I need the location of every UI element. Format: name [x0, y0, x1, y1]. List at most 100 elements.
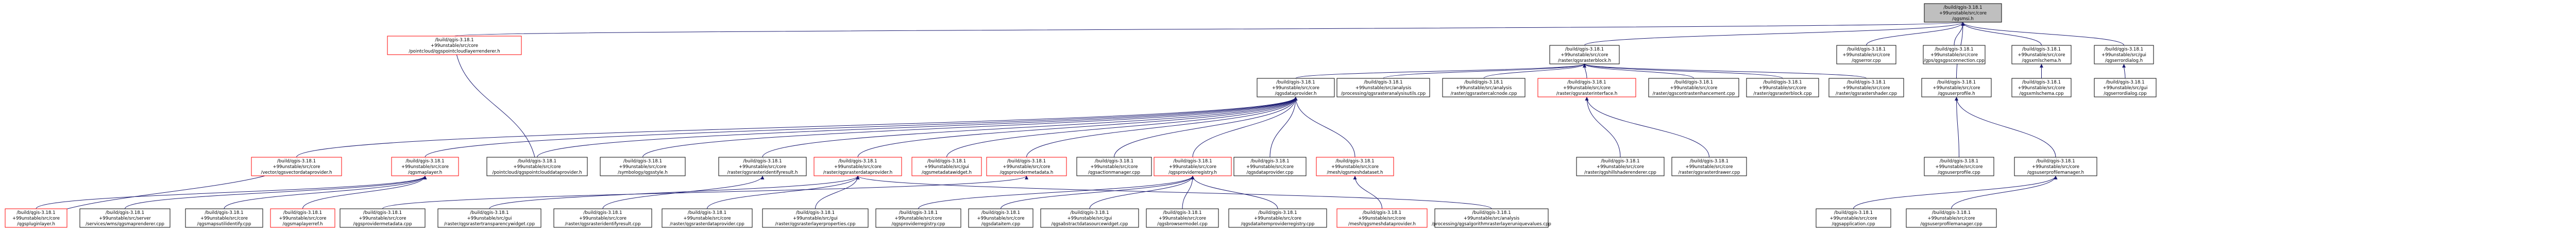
node-label-line: /build/qgis-3.18.1 [1070, 210, 1109, 215]
node-label-line: /vector/qgsvectordataprovider.h [261, 170, 332, 175]
node-label-line: +99unstable/src/analysis [1464, 216, 1520, 221]
file-node[interactable]: /build/qgis-3.18.1+99unstable/src/server… [79, 208, 171, 228]
file-node[interactable]: /build/qgis-3.18.1+99unstable/src/core/q… [986, 157, 1067, 176]
file-node[interactable]: /build/qgis-3.18.1+99unstable/src/gui/qg… [2094, 78, 2157, 97]
file-node[interactable]: /build/qgis-3.18.1+99unstable/src/core/r… [1537, 78, 1636, 97]
file-node[interactable]: /build/qgis-3.18.1+99unstable/src/core/q… [1906, 208, 1997, 228]
file-node[interactable]: /build/qgis-3.18.1+99unstable/src/core/q… [1924, 157, 1994, 176]
node-box [1146, 208, 1219, 228]
file-node[interactable]: /build/qgis-3.18.1+99unstable/src/gui/qg… [911, 157, 982, 176]
dependency-edge [762, 96, 1298, 158]
node-box [2011, 78, 2072, 97]
node-label-line: /build/qgis-3.18.1 [1847, 80, 1886, 85]
node-label-line: /mesh/qgsmeshdataprovider.h [1348, 222, 1416, 227]
file-node[interactable]: /build/qgis-3.18.1+99unstable/src/core/q… [391, 157, 459, 176]
node-label-line: +99unstable/src/gui [793, 216, 838, 221]
file-node[interactable]: /build/qgis-3.18.1+99unstable/src/core/q… [1921, 78, 1992, 97]
node-label-line: /build/qgis-3.18.1 [1095, 159, 1133, 164]
node-label-line: /qgsmaplayerref.h [283, 222, 323, 227]
file-node[interactable]: /build/qgis-3.18.1+99unstable/src/core/r… [718, 157, 807, 176]
file-node[interactable]: /build/qgis-3.18.1+99unstable/src/core/m… [1336, 208, 1428, 228]
node-label-line: +99unstable/src/core [1597, 164, 1644, 170]
file-node[interactable]: /build/qgis-3.18.1+99unstable/src/core/r… [1671, 157, 1747, 176]
file-node[interactable]: /build/qgis-3.18.1+99unstable/src/core/r… [1828, 78, 1904, 97]
file-node[interactable]: /build/qgis-3.18.1+99unstable/src/gui/qg… [2094, 45, 2154, 64]
dependency-edge [537, 96, 1298, 158]
file-node[interactable]: /build/qgis-3.18.1+99unstable/src/core/r… [1549, 45, 1620, 64]
node-box [1040, 208, 1139, 228]
node-box [1228, 208, 1327, 228]
file-node[interactable]: /build/qgis-3.18.1+99unstable/src/core/r… [1576, 157, 1665, 176]
file-node[interactable]: /build/qgis-3.18.1+99unstable/src/core/q… [875, 208, 961, 228]
file-node[interactable]: /build/qgis-3.18.1+99unstable/src/analys… [1432, 208, 1551, 228]
file-node[interactable]: /build/qgis-3.18.1+99unstable/src/core/q… [1836, 45, 1896, 64]
file-node[interactable]: /build/qgis-3.18.1+99unstable/src/core/q… [1146, 208, 1219, 228]
file-node[interactable]: /build/qgis-3.18.1+99unstable/src/core/g… [1923, 45, 1986, 64]
node-box [251, 157, 342, 176]
file-node[interactable]: /build/qgis-3.18.1+99unstable/src/core/q… [1257, 78, 1335, 97]
node-box [486, 157, 588, 176]
file-node[interactable]: /build/qgis-3.18.1+99unstable/src/core/p… [387, 36, 522, 55]
node-label-line: +99unstable/src/core [401, 164, 449, 170]
node-box [2094, 78, 2157, 97]
file-node[interactable]: /build/qgis-3.18.1+99unstable/src/core/q… [968, 208, 1033, 228]
node-label-line: /build/qgis-3.18.1 [1173, 159, 1212, 164]
dependency-edge [1026, 96, 1298, 158]
file-node[interactable]: /build/qgis-3.18.1+99unstable/src/core/q… [2011, 78, 2072, 97]
node-label-line: /build/qgis-3.18.1 [838, 159, 877, 164]
dependency-edge [1961, 22, 2124, 46]
node-label-line: /build/qgis-3.18.1 [1363, 210, 1401, 215]
node-label-line: /build/qgis-3.18.1 [1364, 80, 1402, 85]
file-node[interactable]: /build/qgis-3.18.1+99unstable/src/core/q… [2011, 45, 2072, 64]
file-node[interactable]: /build/qgis-3.18.1+99unstable/src/core/r… [1746, 78, 1819, 97]
file-node[interactable]: /build/qgis-3.18.1+99unstable/src/core/q… [2014, 157, 2097, 176]
file-node[interactable]: /build/qgis-3.18.1+99unstable/src/core/q… [1076, 157, 1152, 176]
dependency-edge [454, 22, 1964, 37]
node-label-line: +99unstable/src/core [12, 216, 60, 221]
node-label-line: +99unstable/src/core [1842, 86, 1890, 91]
node-label-line: /build/qgis-3.18.1 [743, 159, 782, 164]
file-node[interactable]: /build/qgis-3.18.1+99unstable/src/gui/ra… [437, 208, 541, 228]
node-label-line: /qgsprovidermetadata.cpp [353, 222, 412, 227]
file-node[interactable]: /build/qgis-3.18.1+99unstable/src/core/q… [340, 208, 426, 228]
file-node[interactable]: /build/qgis-3.18.1+99unstable/src/core/v… [251, 157, 342, 176]
node-label-line: +99unstable/src/core [1331, 164, 1379, 170]
file-node[interactable]: /build/qgis-3.18.1+99unstable/src/core/q… [1154, 157, 1232, 176]
node-box [875, 208, 961, 228]
node-label-line: /qgsproviderregistry.cpp [891, 222, 945, 227]
file-node[interactable]: /build/qgis-3.18.1+99unstable/src/gui/qg… [1040, 208, 1139, 228]
dependency-edge [1001, 175, 1195, 209]
file-node[interactable]: /build/qgis-3.18.1+99unstable/src/core/p… [486, 157, 588, 176]
node-box [1549, 45, 1620, 64]
file-node[interactable]: /build/qgis-3.18.1+99unstable/src/core/q… [1816, 208, 1891, 228]
file-node[interactable]: /build/qgis-3.18.1+99unstable/src/core/m… [1316, 157, 1394, 176]
node-label-line: /build/qgis-3.18.1 [1601, 159, 1639, 164]
file-node[interactable]: /build/qgis-3.18.1+99unstable/src/core/q… [1233, 157, 1307, 176]
file-node[interactable]: /build/qgis-3.18.1+99unstable/src/core/q… [270, 208, 335, 228]
dependency-edge [602, 175, 765, 209]
file-node[interactable]: /build/qgis-3.18.1+99unstable/src/core/r… [662, 208, 753, 228]
file-node[interactable]: /build/qgis-3.18.1+99unstable/src/core/r… [553, 208, 652, 228]
dependency-edge [1583, 63, 1867, 79]
file-node[interactable]: /build/qgis-3.18.1+99unstable/src/core/q… [185, 208, 263, 228]
node-label-line: /build/qgis-3.18.1 [1567, 80, 1606, 85]
file-node[interactable]: /build/qgis-3.18.1+99unstable/src/core/r… [1648, 78, 1739, 97]
node-label-line: +99unstable/src/core [739, 164, 786, 170]
node-label-line: /build/qgis-3.18.1 [688, 210, 726, 215]
file-node[interactable]: /build/qgis-3.18.1+99unstable/src/analys… [1442, 78, 1526, 97]
file-node[interactable]: /build/qgis-3.18.1+99unstable/src/gui/ra… [762, 208, 869, 228]
node-label-line: /build/qgis-3.18.1 [1932, 210, 1971, 215]
file-node[interactable]: /build/qgis-3.18.1+99unstable/src/core/q… [1228, 208, 1327, 228]
node-label-line: /build/qgis-3.18.1 [981, 210, 1020, 215]
node-label-line: /build/qgis-3.18.1 [277, 159, 316, 164]
node-label-line: /build/qgis-3.18.1 [2022, 80, 2061, 85]
node-label-line: /qgsabstractdatasourcewidget.cpp [1052, 222, 1128, 227]
file-node[interactable]: /build/qgis-3.18.1+99unstable/src/core/s… [600, 157, 686, 176]
file-node[interactable]: /build/qgis-3.18.1+99unstable/src/core/q… [5, 208, 67, 228]
node-label-line: /raster/qgshillshaderenderer.cpp [1584, 170, 1656, 175]
file-node[interactable]: /build/qgis-3.18.1+99unstable/src/core/r… [814, 157, 902, 176]
file-node[interactable]: /build/qgis-3.18.1+99unstable/src/analys… [1336, 78, 1430, 97]
dependency-edge [2122, 63, 2126, 79]
node-box [1828, 78, 1904, 97]
